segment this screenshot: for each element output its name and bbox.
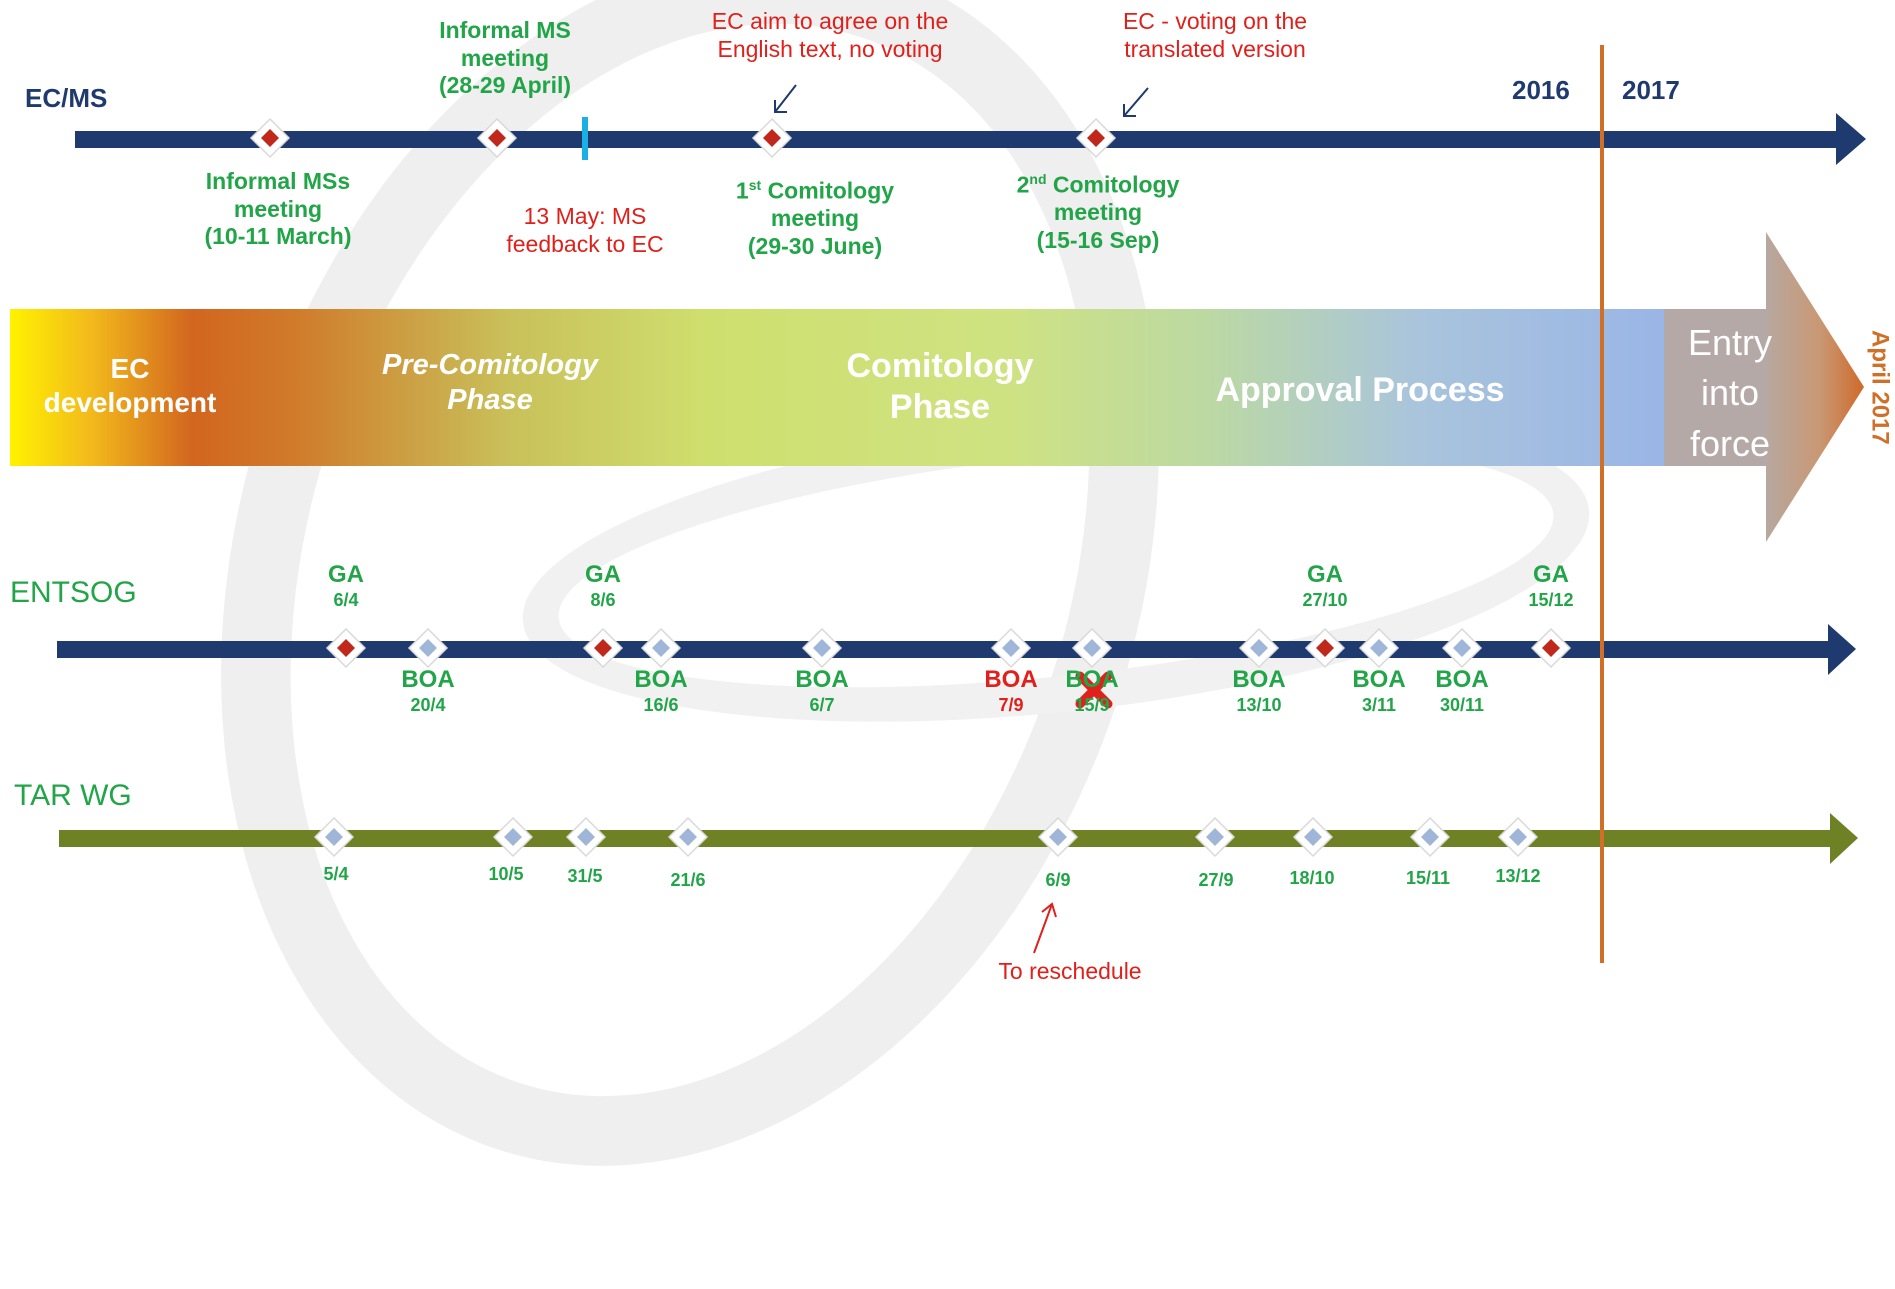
tarwg-diamond-core	[325, 828, 343, 846]
cancelled-x-icon	[1075, 671, 1113, 709]
ga-title: GA	[1533, 561, 1569, 588]
boa-date: 20/4	[410, 694, 446, 715]
tarwg-date-label: 21/6	[670, 870, 706, 890]
ga-date: 8/6	[590, 589, 616, 610]
boa-diamond-core	[1370, 639, 1388, 657]
tarwg-diamond-core	[1304, 828, 1322, 846]
ga-title: GA	[585, 561, 621, 588]
boa-title: BOA	[1232, 666, 1286, 693]
comitology-1-diamond-core	[763, 129, 781, 147]
tarwg-diamond-core	[1509, 828, 1527, 846]
tarwg-diamond-core	[679, 828, 697, 846]
entsog-row-label: ENTSOG	[10, 576, 137, 609]
boa-title: BOA	[634, 666, 688, 693]
year-divider-line	[1600, 45, 1604, 963]
tarwg-date-label: 10/5	[488, 864, 524, 884]
april-2017-label: April 2017	[1866, 330, 1894, 445]
ga-diamond-core	[594, 639, 612, 657]
ga-title: GA	[1307, 561, 1343, 588]
tarwg-diamond-core	[1206, 828, 1224, 846]
tarwg-diamond-core	[577, 828, 595, 846]
boa-diamond-core	[1083, 639, 1101, 657]
reschedule-callout-arrow	[1033, 902, 1057, 954]
phase-band-arrow	[10, 232, 1864, 542]
tarwg-date-label: 18/10	[1289, 868, 1335, 888]
ecms-row-label: EC/MS	[25, 83, 108, 113]
tarwg-diamond-core	[1421, 828, 1439, 846]
tarwg-row-label: TAR WG	[14, 779, 132, 812]
tarwg-date-label: 31/5	[567, 866, 603, 886]
timeline-graphics	[10, 45, 1866, 963]
comitology-2-diamond-core	[1087, 129, 1105, 147]
ga-diamond-core	[1542, 639, 1560, 657]
tarwg-diamond-core	[504, 828, 522, 846]
ec-voting-callout-arrow	[1123, 87, 1149, 117]
boa-diamond-core	[1002, 639, 1020, 657]
ec-aim-callout-arrow	[774, 84, 797, 113]
tarwg-date-label: 15/11	[1405, 868, 1451, 888]
boa-diamond-core	[1250, 639, 1268, 657]
ecms-timeline-arrow	[75, 113, 1866, 165]
boa-title: BOA	[984, 666, 1038, 693]
boa-title: BOA	[1352, 666, 1406, 693]
reschedule-note: To reschedule	[998, 958, 1142, 984]
boa-date: 13/10	[1236, 694, 1282, 715]
boa-date: 7/9	[998, 694, 1024, 715]
tarwg-date-label: 6/9	[1045, 870, 1071, 890]
boa-title: BOA	[1065, 666, 1119, 693]
ga-date: 15/12	[1528, 589, 1574, 610]
tarwg-date-label: 5/4	[323, 864, 349, 884]
boa-diamond-core	[1453, 639, 1471, 657]
boa-title: BOA	[795, 666, 849, 693]
comitology-2-label: 2nd Comitology meeting(15-16 Sep)	[1016, 171, 1180, 253]
boa-date: 16/6	[643, 694, 679, 715]
boa-diamond-core	[652, 639, 670, 657]
may-marker	[582, 117, 588, 160]
boa-date: 15/9	[1074, 694, 1110, 715]
boa-title: BOA	[401, 666, 455, 693]
tarwg-diamond-core	[1049, 828, 1067, 846]
tarwg-date-label: 27/9	[1198, 870, 1234, 890]
ga-diamond-core	[337, 639, 355, 657]
boa-title: BOA	[1435, 666, 1489, 693]
year-2017-label: 2017	[1622, 75, 1680, 105]
ga-diamond-core	[1316, 639, 1334, 657]
boa-date: 3/11	[1361, 694, 1397, 715]
tarwg-date-label: 13/12	[1495, 866, 1541, 886]
informal-april-diamond-core	[488, 129, 506, 147]
boa-date: 30/11	[1439, 694, 1485, 715]
boa-diamond-core	[419, 639, 437, 657]
year-2016-label: 2016	[1512, 75, 1570, 105]
informal-march-diamond-core	[261, 129, 279, 147]
comitology-1-label: 1st Comitology meeting(29-30 June)	[735, 177, 895, 259]
ga-date: 6/4	[333, 589, 359, 610]
boa-diamond-core	[813, 639, 831, 657]
phase-approval: Approval Process	[1215, 371, 1505, 409]
ga-date: 27/10	[1302, 589, 1348, 610]
boa-date: 6/7	[809, 694, 835, 715]
ga-title: GA	[328, 561, 364, 588]
